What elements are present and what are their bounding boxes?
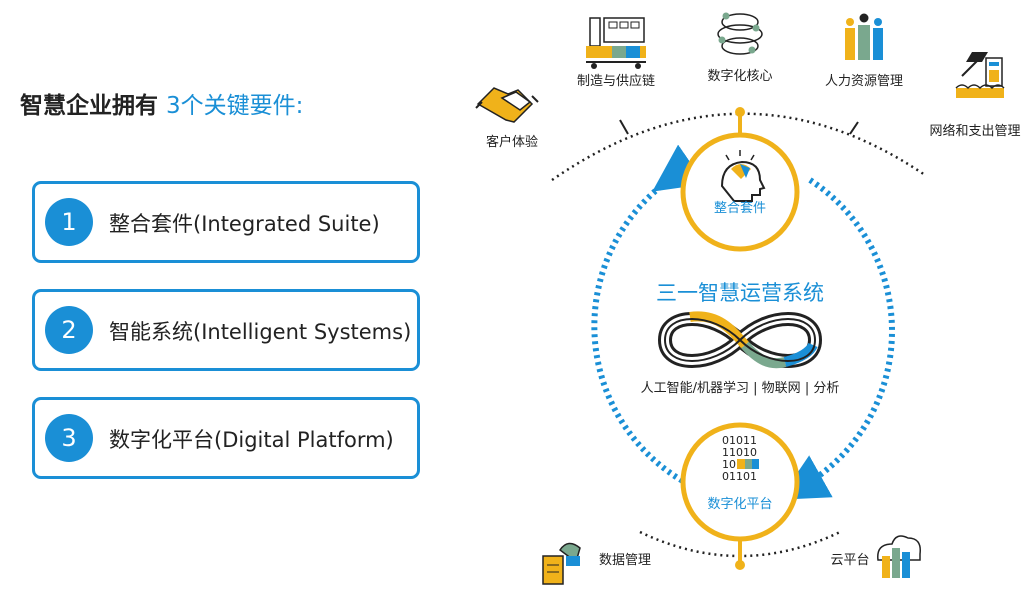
headline-accent: 3个关键要件: [166,93,304,119]
infinity-icon [657,311,823,369]
integrated-suite-label: 整合套件 [714,200,766,216]
label-network: 网络和支出管理 [929,123,1020,139]
blue-arc-left [591,144,706,487]
label-digital-core: 数字化核心 [707,69,772,84]
component-number-3: 3 [45,414,93,462]
globe-icon [717,12,763,55]
svg-text:11010: 11010 [722,446,757,459]
label-customer: 客户体验 [486,134,538,150]
digital-platform-circle [680,422,800,542]
handshake-icon [475,87,539,123]
digital-platform-label: 数字化平台 [707,497,772,512]
component-card-3: 3 数字化平台(Digital Platform) [32,397,420,479]
documents-icon [542,542,581,585]
arc-tick [619,119,629,135]
calculator-airplane-icon [955,52,1005,98]
cloud-icon [877,535,921,578]
label-manufacturing: 制造与供应链 [577,73,655,89]
label-data-mgmt: 数据管理 [599,553,651,568]
connector-bottom-dot [735,560,745,570]
blue-arc-right [779,177,895,500]
arc-tick [849,121,859,135]
integrated-suite-circle [680,132,800,252]
factory-icon [586,17,646,69]
label-hr: 人力资源管理 [825,74,903,89]
component-card-1: 1 整合套件(Integrated Suite) [32,181,420,263]
svg-text:10: 10 [722,458,736,471]
component-label-3: 数字化平台(Digital Platform) [109,428,394,452]
connector-top-dot [735,107,745,117]
svg-text:01011: 01011 [722,434,757,447]
svg-text:01101: 01101 [722,470,757,483]
outer-arc-top [551,112,926,182]
component-number-1: 1 [45,198,93,246]
component-number-2: 2 [45,306,93,354]
label-cloud: 云平台 [830,553,869,568]
binary-icon: 01011 11010 10 01101 [722,434,759,483]
headline-main: 智慧企业拥有 [20,93,158,119]
component-label-2: 智能系统(Intelligent Systems) [109,320,412,344]
center-title: 三一智慧运营系统 [656,281,824,305]
component-label-1: 整合套件(Integrated Suite) [109,212,380,236]
people-icon [845,13,883,60]
center-subtitle: 人工智能/机器学习 | 物联网 | 分析 [641,380,840,396]
head-icon [720,150,766,202]
component-card-2: 2 智能系统(Intelligent Systems) [32,289,420,371]
headline: 智慧企业拥有 3个关键要件: [20,86,303,120]
